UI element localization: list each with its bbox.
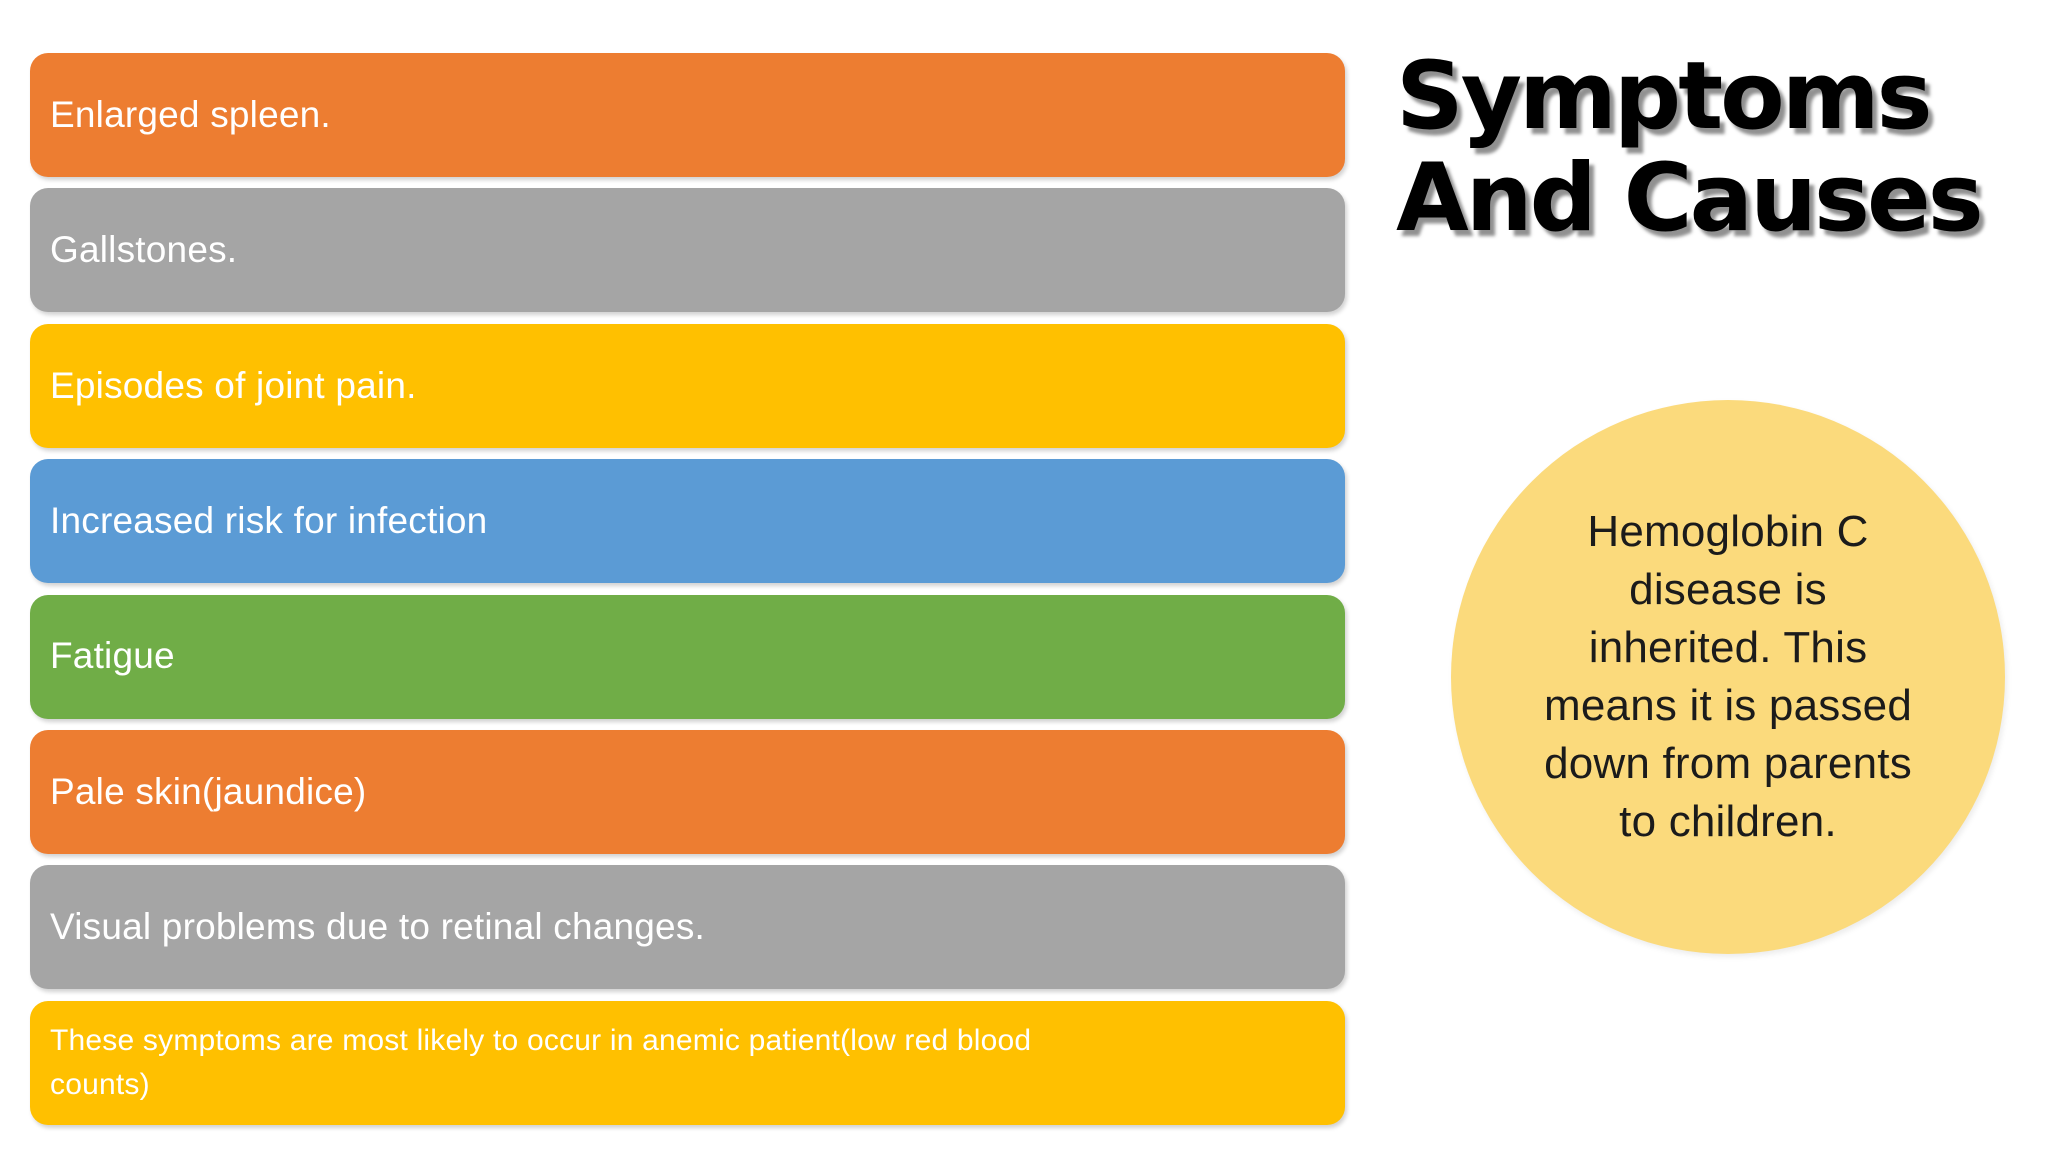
symptom-bar-label: Gallstones. [50,229,238,271]
symptom-list: Enlarged spleen. Gallstones. Episodes of j… [30,53,1345,1125]
symptom-bar: Increased risk for infection [30,459,1345,584]
symptom-bar: These symptoms are most likely to occur … [30,1000,1345,1125]
symptom-bar-label: Pale skin(jaundice) [50,770,367,812]
cause-circle: Hemoglobin C disease is inherited. This … [1451,400,2005,954]
symptom-bar: Enlarged spleen. [30,53,1345,177]
symptom-bar: Gallstones. [30,188,1345,313]
symptom-bar: Episodes of joint pain. [30,323,1345,448]
slide-title: Symptoms And Causes [1396,42,1984,254]
cause-circle-text: Hemoglobin C disease is inherited. This … [1544,507,1912,846]
symptom-bar-label: Visual problems due to retinal changes. [50,906,706,948]
symptom-bar: Fatigue [30,594,1345,719]
symptom-bar-label: These symptoms are most likely to occur … [50,1024,1032,1101]
symptom-bar: Pale skin(jaundice) [30,729,1345,854]
symptom-bar-label: Enlarged spleen. [50,93,331,135]
symptom-bar: Visual problems due to retinal changes. [30,865,1345,990]
symptom-bar-label: Episodes of joint pain. [50,364,417,406]
symptom-bar-label: Fatigue [50,635,175,677]
symptom-bar-label: Increased risk for infection [50,499,488,541]
